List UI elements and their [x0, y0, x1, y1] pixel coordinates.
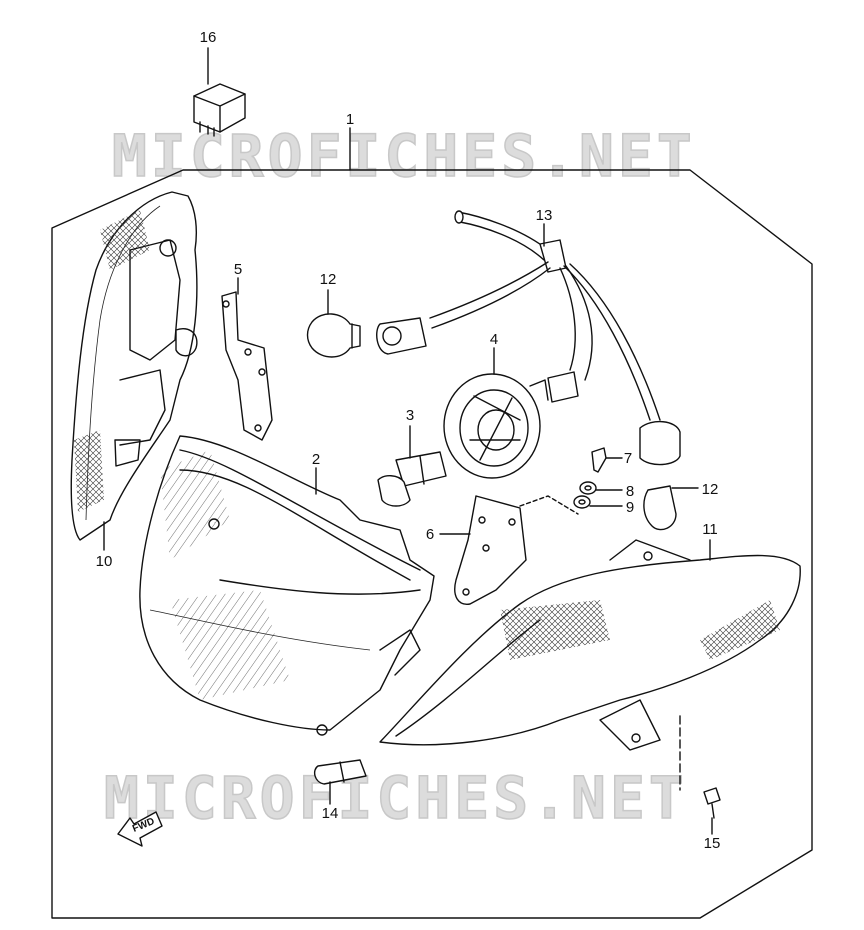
callout-8: 8 [626, 483, 634, 500]
headlamp-part-2 [139, 435, 435, 736]
callout-5: 5 [234, 261, 242, 278]
callout-13: 13 [536, 207, 553, 224]
dashed-line-6 [519, 495, 579, 515]
callout-16: 16 [200, 29, 217, 46]
screw-part-7 [591, 447, 607, 473]
callout-10: 10 [96, 553, 113, 570]
grommet-part-8 [579, 481, 597, 495]
callout-11: 11 [702, 521, 718, 538]
callout-12-right: 12 [702, 481, 719, 498]
callout-2: 2 [312, 451, 320, 468]
callout-1: 1 [346, 111, 354, 128]
callout-12-top: 12 [320, 271, 337, 288]
callout-7: 7 [624, 450, 632, 467]
callout-9: 9 [626, 499, 634, 516]
washer-part-9 [573, 495, 591, 509]
callout-4: 4 [490, 331, 498, 348]
callout-15: 15 [704, 835, 721, 852]
bracket-part-5 [221, 291, 273, 441]
screw-part-15 [703, 787, 721, 819]
callout-3: 3 [406, 407, 414, 424]
assembly-boundary [51, 169, 813, 919]
wedge-bulb-part-14 [313, 759, 367, 785]
relay-part-16 [193, 83, 246, 137]
callout-14: 14 [322, 805, 339, 822]
left-turn-signal-part-10 [70, 191, 198, 541]
headlight-bulb-part-3 [377, 451, 447, 507]
socket-cover-part-4 [443, 373, 549, 479]
bracket-part-6 [454, 495, 527, 605]
bulb-part-12-right [643, 485, 677, 531]
watermark-bottom: MICROFICHES.NET [104, 764, 688, 832]
callout-6: 6 [426, 526, 434, 543]
bulb-part-12-top [306, 313, 361, 358]
wiring-harness-part-13 [376, 210, 681, 466]
right-turn-signal-part-11 [379, 539, 801, 751]
